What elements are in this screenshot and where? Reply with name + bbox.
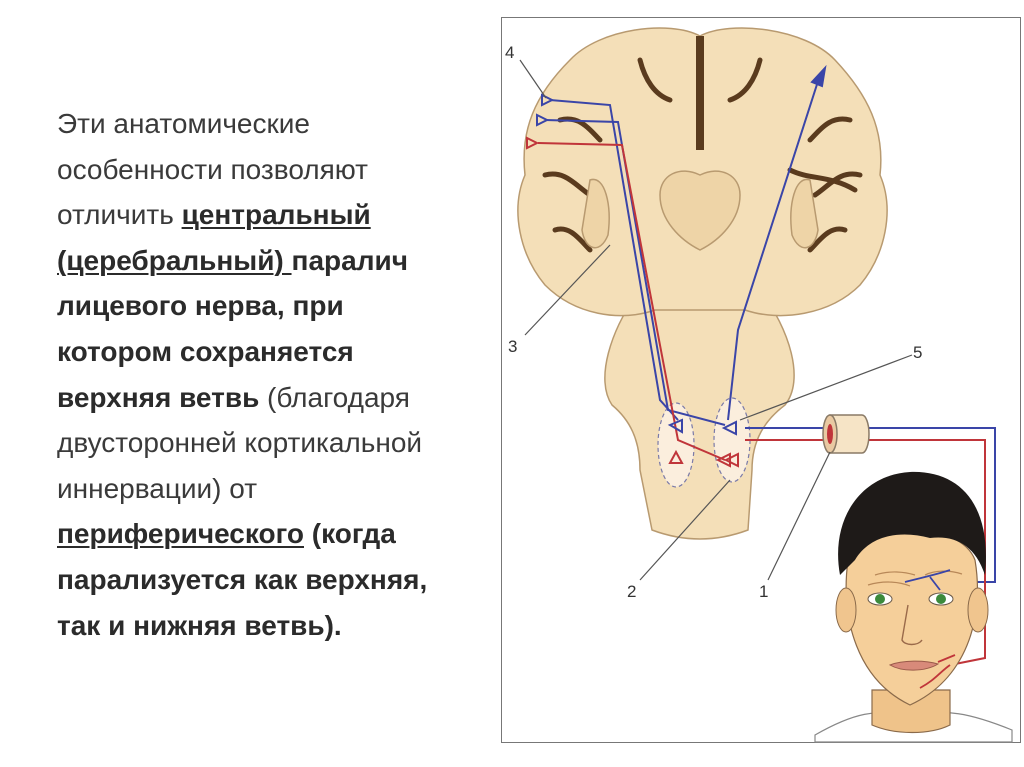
neuron-marker-4c — [526, 136, 540, 150]
text-line-1: Эти анатомические — [57, 108, 310, 139]
text-line-4-rest: паралич — [291, 244, 408, 276]
description-text: Эти анатомические особенности позволяют … — [57, 101, 527, 648]
lower-face-nerve-branches — [919, 654, 956, 689]
upper-branch-term: верхняя ветвь — [57, 381, 260, 413]
nucleus-left — [657, 402, 695, 488]
neuron-marker-4a — [541, 93, 555, 107]
nucleus-right-lower-marker — [715, 452, 739, 468]
text-line-11: парализуется как верхняя, — [57, 563, 428, 595]
hair — [838, 471, 986, 575]
central-term: центральный — [181, 199, 371, 231]
upper-target-arrow — [810, 64, 827, 88]
text-line-4: (церебральный) паралич — [57, 238, 527, 284]
callout-5: 5 — [913, 343, 922, 362]
callout-labels: 4 3 5 2 1 — [505, 43, 922, 601]
right-iris — [936, 594, 946, 604]
neuron-markers — [526, 64, 827, 468]
right-ear — [967, 587, 989, 633]
text-line-8: двусторонней кортикальной — [57, 427, 423, 459]
brow-lines — [867, 570, 963, 587]
peripheral-term: периферического — [57, 518, 304, 550]
ventricles — [659, 170, 741, 251]
nucleus-left-lower-marker — [668, 449, 684, 464]
neuron-marker-4b — [536, 113, 550, 127]
blue-cortical-right — [727, 74, 821, 421]
text-line-2: особенности позволяют — [57, 153, 368, 185]
cerebral-term: (церебральный) — [57, 244, 292, 276]
text-line-10-rest: (когда — [304, 518, 396, 550]
text-line-3: отличить центральный — [57, 192, 527, 238]
left-ear — [835, 587, 857, 633]
leader-1 — [767, 451, 831, 581]
callout-1: 1 — [759, 582, 768, 601]
cerebrum — [517, 27, 888, 317]
callout-2: 2 — [627, 582, 636, 601]
leader-3 — [524, 244, 611, 336]
nucleus-left-upper-marker — [667, 418, 683, 434]
blue-corticobulbar-2 — [544, 119, 726, 426]
nerve-tube — [822, 414, 870, 454]
face-skin — [845, 529, 979, 706]
mouth — [888, 660, 940, 671]
leader-5 — [739, 354, 913, 421]
nose — [901, 604, 923, 646]
brainstem — [604, 289, 795, 540]
text-line-10: периферического (когда — [57, 511, 527, 557]
neck — [871, 689, 951, 734]
text-line-3-plain: отличить — [57, 199, 182, 231]
nucleus-right-upper-marker — [721, 420, 737, 436]
upper-face-nerve-branches — [904, 569, 951, 591]
face-illustration — [814, 471, 1013, 743]
text-line-7: верхняя ветвь (благодаря — [57, 375, 527, 421]
red-corticobulbar — [537, 142, 726, 461]
callout-4: 4 — [505, 43, 514, 62]
callout-3: 3 — [508, 337, 517, 356]
text-line-6: котором сохраняется — [57, 335, 354, 367]
nucleus-right — [713, 397, 751, 483]
leader-4 — [519, 59, 547, 99]
text-line-5: лицевого нерва, при — [57, 290, 344, 322]
text-line-9: иннервации) от — [57, 472, 258, 504]
text-line-7-rest: (благодаря — [259, 381, 410, 413]
callout-leaders — [519, 59, 913, 581]
leader-2 — [639, 479, 731, 581]
left-iris — [875, 594, 885, 604]
sulci — [542, 57, 863, 253]
basal-ganglia-right — [790, 178, 819, 249]
text-line-12: так и нижняя ветвь). — [57, 609, 342, 641]
brain-illustration — [517, 27, 888, 540]
basal-ganglia-left — [581, 178, 610, 249]
